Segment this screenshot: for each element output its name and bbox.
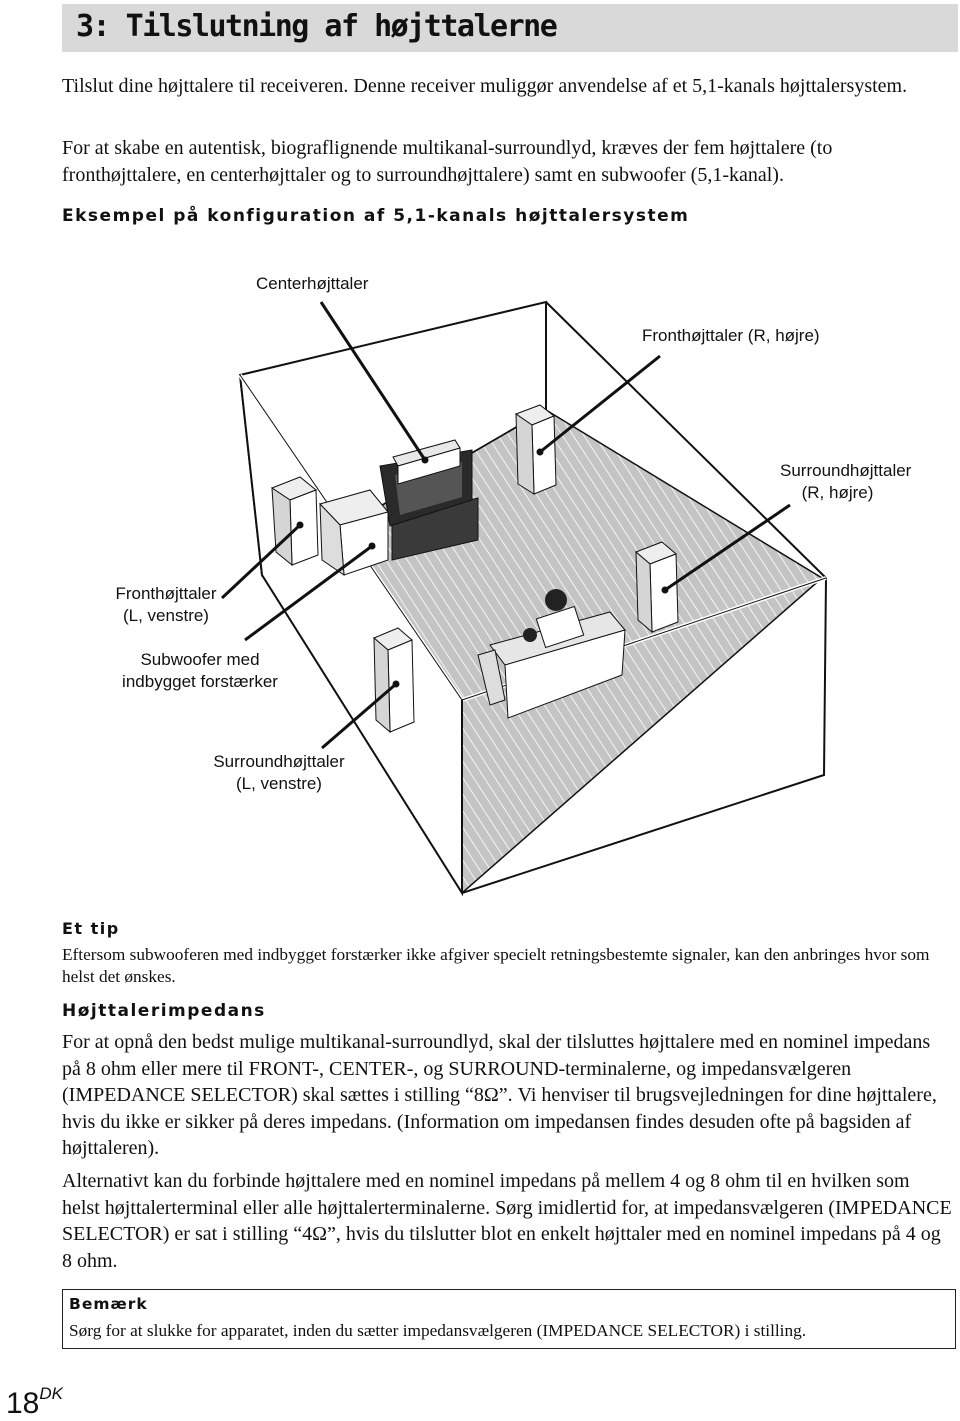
impedance-paragraph-2: Alternativt kan du forbinde højttalere m… bbox=[62, 1170, 952, 1272]
label-subwoofer: Subwoofer med indbygget forstærker bbox=[122, 650, 278, 691]
front-right-speaker bbox=[514, 404, 557, 495]
example-heading: Eksempel på konfiguration af 5,1-kanals … bbox=[62, 206, 690, 226]
note-heading: Bemærk bbox=[69, 1295, 148, 1313]
note-box: Bemærk Sørg for at slukke for apparatet,… bbox=[62, 1289, 956, 1349]
intro-paragraph-2: For at skabe en autentisk, biograflignen… bbox=[62, 137, 833, 186]
page-title: 3: Tilslutning af højttalerne bbox=[76, 9, 558, 44]
center-speaker bbox=[392, 439, 461, 485]
label-front-right: Fronthøjttaler (R, højre) bbox=[642, 326, 820, 345]
front-left-speaker bbox=[270, 476, 319, 567]
intro-paragraph-1: Tilslut dine højttalere til receiveren. … bbox=[62, 75, 908, 97]
tip-heading: Et tip bbox=[62, 919, 120, 938]
speaker-room-diagram bbox=[220, 300, 827, 897]
impedance-paragraph-1: For at opnå den bedst mulige multikanal-… bbox=[62, 1031, 937, 1159]
section-title-bar: 3: Tilslutning af højttalerne bbox=[62, 4, 958, 52]
label-center-speaker: Centerhøjttaler bbox=[256, 274, 369, 293]
tip-text: Eftersom subwooferen med indbygget forst… bbox=[62, 945, 930, 986]
surround-left-speaker bbox=[373, 627, 415, 734]
subwoofer bbox=[319, 489, 389, 577]
note-text: Sørg for at slukke for apparatet, inden … bbox=[69, 1321, 807, 1340]
impedance-heading: Højttalerimpedans bbox=[62, 1001, 266, 1021]
label-surround-right: Surroundhøjttaler (R, højre) bbox=[780, 461, 912, 502]
label-surround-left: Surroundhøjttaler (L, venstre) bbox=[213, 752, 345, 793]
callout-lines bbox=[220, 301, 791, 750]
label-front-left: Fronthøjttaler (L, venstre) bbox=[115, 584, 217, 625]
page-number: 18DK bbox=[6, 1384, 63, 1420]
sofa-with-listener bbox=[477, 589, 626, 719]
